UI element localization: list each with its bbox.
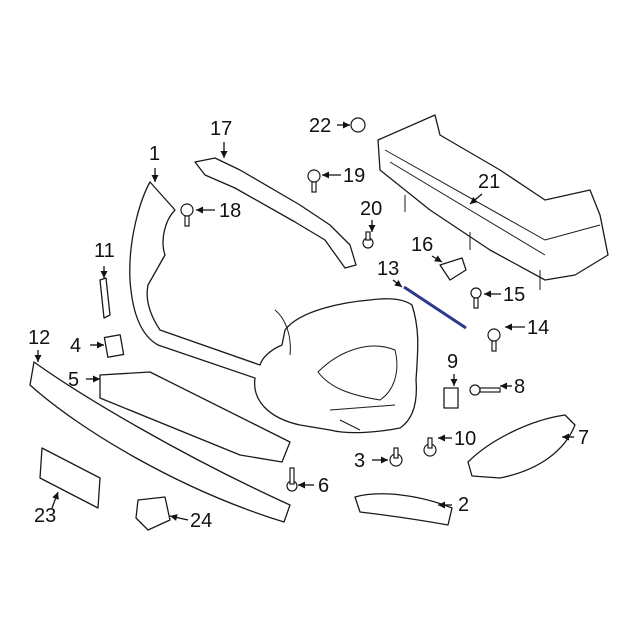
- arrowhead-icon: [52, 492, 59, 500]
- arrowhead-icon: [450, 379, 458, 386]
- arrowhead-icon: [298, 481, 305, 489]
- bracket-17[interactable]: [194, 157, 357, 269]
- arrowhead-icon: [368, 225, 376, 232]
- arrowhead-icon: [93, 375, 100, 383]
- callout-18: 18: [219, 200, 241, 222]
- arrowhead-icon: [500, 382, 507, 390]
- deflector-5[interactable]: [99, 371, 291, 463]
- callout-21: 21: [478, 171, 500, 193]
- callout-11: 11: [94, 240, 115, 262]
- callout-23: 23: [34, 505, 56, 527]
- callout-15: 15: [503, 284, 525, 306]
- callout-20: 20: [360, 198, 382, 220]
- fasteners: [180, 117, 501, 492]
- arrowhead-icon: [196, 206, 203, 214]
- callout-8: 8: [514, 376, 525, 398]
- callout-19: 19: [343, 165, 365, 187]
- bracket-16[interactable]: [439, 257, 467, 281]
- callout-4: 4: [70, 335, 81, 357]
- arrowhead-icon: [438, 434, 445, 442]
- arrowhead-icon: [505, 323, 512, 331]
- arrowhead-icon: [220, 151, 228, 158]
- callout-17: 17: [210, 118, 232, 140]
- arrowhead-icon: [470, 196, 478, 204]
- callout-13: 13: [377, 258, 399, 280]
- arrowhead-icon: [97, 341, 104, 349]
- arrowhead-icon: [438, 501, 445, 509]
- callout-10: 10: [454, 428, 476, 450]
- strip-13[interactable]: [403, 285, 467, 330]
- arrowhead-icon: [434, 255, 442, 262]
- bracket-9[interactable]: [443, 387, 459, 409]
- bracket-24[interactable]: [135, 496, 171, 531]
- reinforcement-bar[interactable]: [377, 114, 609, 290]
- arrowhead-icon: [343, 121, 350, 129]
- callout-1: 1: [149, 143, 160, 165]
- callout-3: 3: [354, 450, 365, 472]
- callout-2: 2: [458, 494, 469, 516]
- callout-6: 6: [318, 475, 329, 497]
- arrowhead-icon: [322, 171, 329, 179]
- arrowhead-icon: [381, 456, 388, 464]
- arrowhead-icon: [484, 290, 491, 298]
- callout-9: 9: [447, 351, 458, 373]
- arrowhead-icon: [170, 514, 178, 521]
- callout-7: 7: [578, 427, 589, 449]
- callout-12: 12: [28, 327, 50, 349]
- callout-24: 24: [190, 510, 212, 532]
- clip-4[interactable]: [103, 334, 125, 358]
- bumper-cover[interactable]: [129, 181, 419, 434]
- callout-14: 14: [527, 317, 549, 339]
- fog-bezel-7[interactable]: [467, 414, 576, 479]
- arrowhead-icon: [394, 279, 402, 287]
- bracket-11[interactable]: [99, 277, 111, 319]
- callout-16: 16: [411, 234, 433, 256]
- license-bracket-23[interactable]: [39, 447, 101, 509]
- lower-cover-12[interactable]: [29, 361, 291, 523]
- arrowhead-icon: [34, 355, 42, 362]
- callout-5: 5: [68, 369, 79, 391]
- callout-22: 22: [309, 115, 331, 137]
- arrowhead-icon: [562, 433, 569, 441]
- arrowhead-icon: [151, 175, 159, 182]
- corner-piece-2[interactable]: [354, 493, 453, 526]
- arrowhead-icon: [100, 271, 108, 278]
